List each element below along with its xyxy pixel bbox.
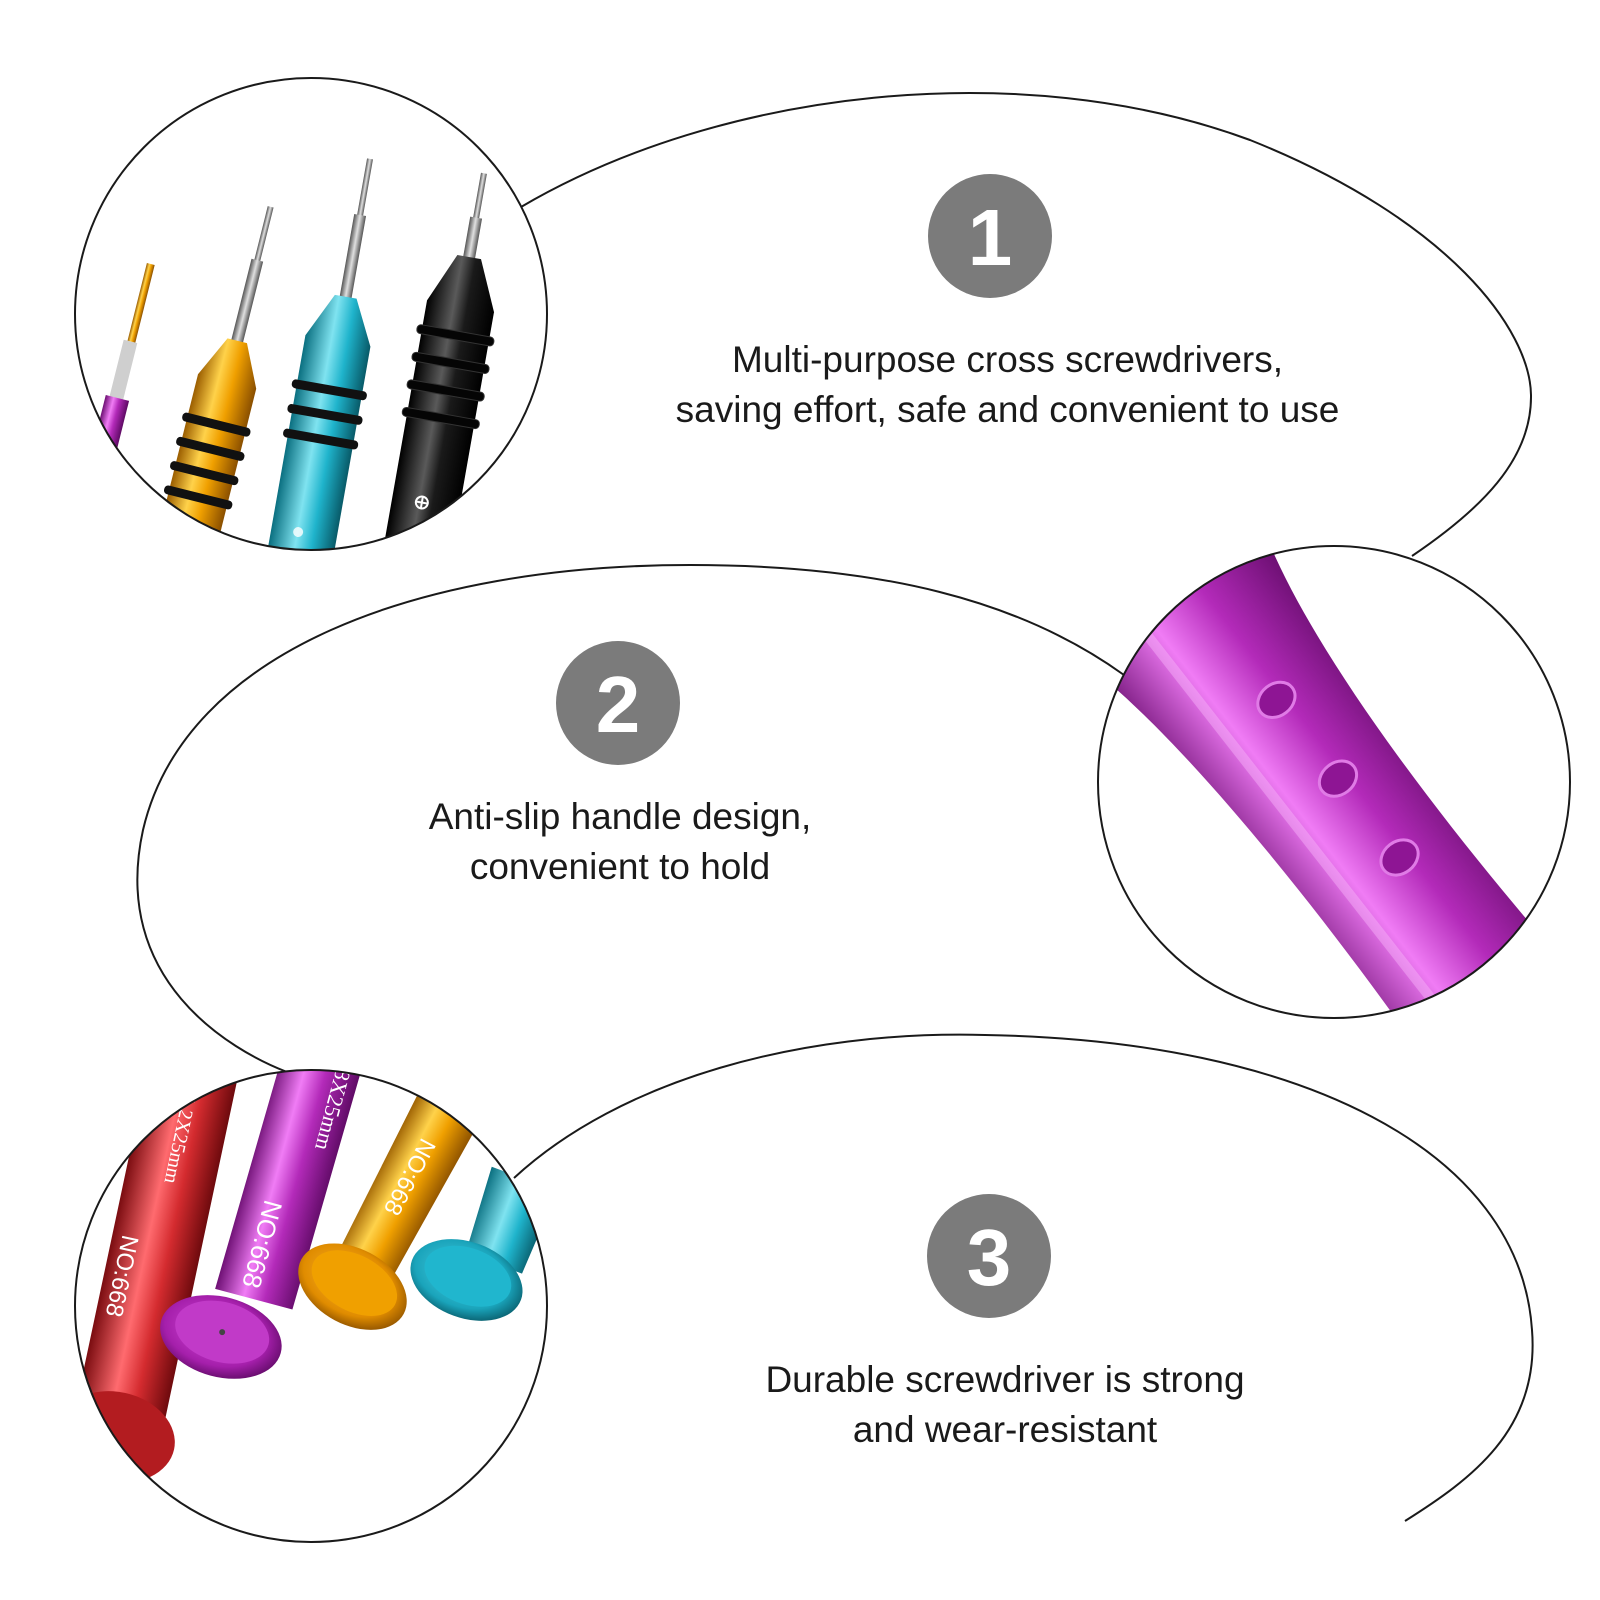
feature-number-1: 1 [968, 193, 1013, 282]
feature-2-line-1: Anti-slip handle design, [428, 796, 812, 837]
feature-number-3: 3 [967, 1213, 1012, 1302]
feature-description-1: Multi-purpose cross screwdrivers, saving… [600, 335, 1415, 435]
screwdriver-set-photo-icon [74, 77, 548, 551]
feature-description-3: Durable screwdriver is strong and wear-r… [715, 1355, 1295, 1455]
feature-description-2: Anti-slip handle design, convenient to h… [370, 792, 870, 892]
feature-number-2: 2 [596, 660, 641, 749]
outline-curve-2 [136, 563, 1125, 1073]
feature-2-line-2: convenient to hold [469, 846, 771, 887]
curve-outlines [136, 92, 1534, 1522]
feature-1-line-1: Multi-purpose cross screwdrivers, [731, 339, 1284, 380]
outline-curve-1 [520, 92, 1533, 557]
feature-1-line-2: saving effort, safe and convenient to us… [675, 389, 1340, 430]
feature-badge-2: 2 [556, 641, 680, 765]
screwdriver-ends-photo-icon: NO:668 1.2X25mm NO:668 8X25mm NO:668 [74, 1069, 548, 1543]
feature-3-line-2: and wear-resistant [852, 1409, 1158, 1450]
purple-handle-photo-icon [1097, 545, 1571, 1019]
feature-badge-3: 3 [927, 1194, 1051, 1318]
feature-3-line-1: Durable screwdriver is strong [765, 1359, 1245, 1400]
feature-badge-1: 1 [928, 174, 1052, 298]
outline-curve-3 [513, 1033, 1534, 1522]
